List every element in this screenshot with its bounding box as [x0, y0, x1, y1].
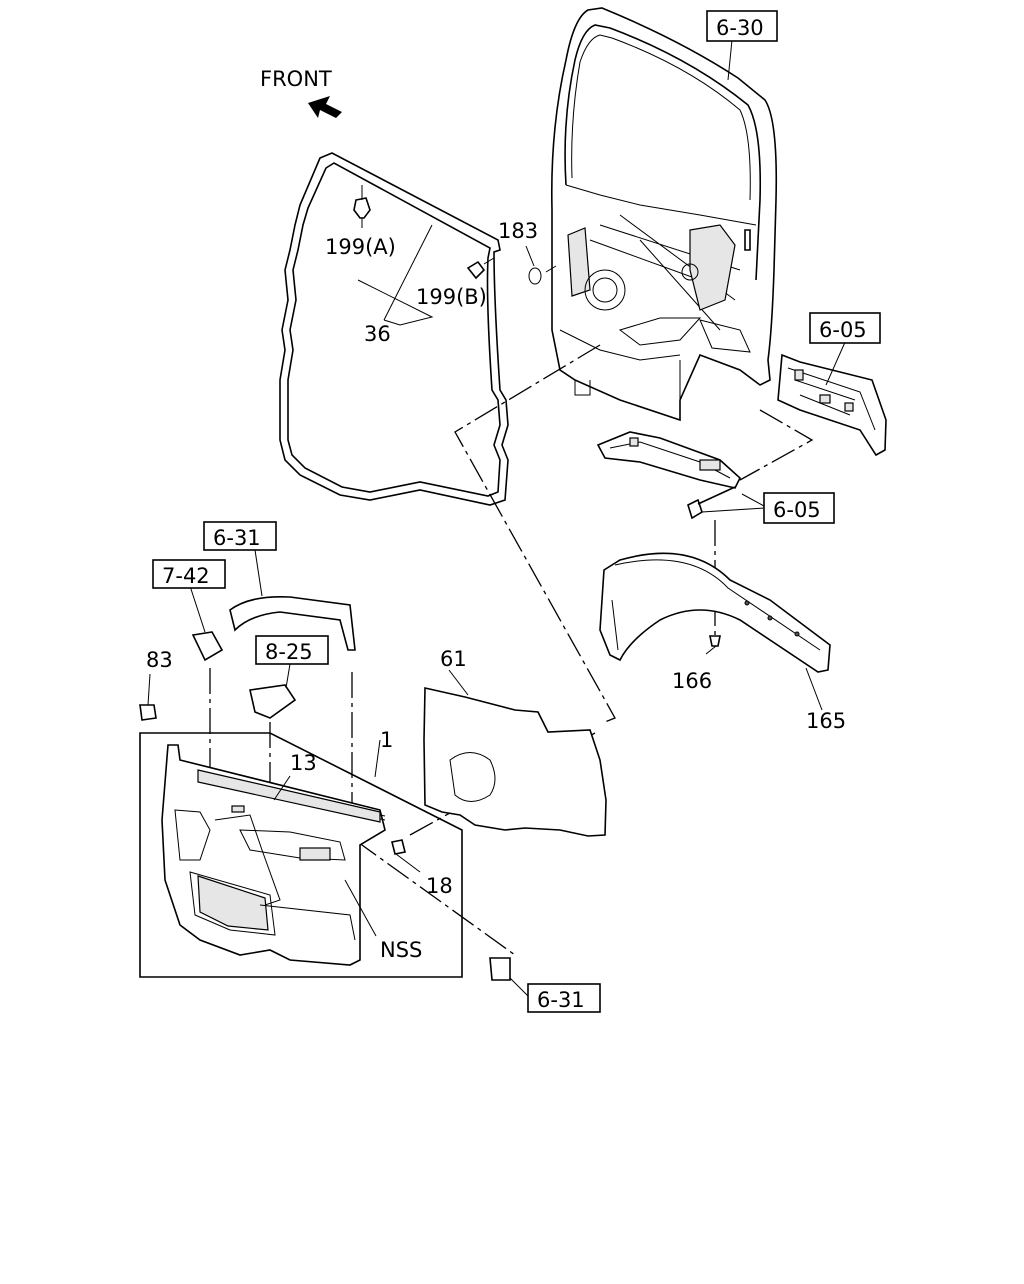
- ref-label-6-31-lower: 6-31: [537, 988, 585, 1012]
- weatherstrip-36: [279, 152, 509, 506]
- ref-box-6-30: [706, 10, 778, 42]
- step-trim: [596, 431, 741, 489]
- clip-199b-icon: [466, 260, 486, 280]
- front-label: FRONT: [260, 67, 332, 91]
- clip-199a-icon: [353, 197, 371, 219]
- part-label-83: 83: [146, 648, 173, 672]
- ref-box-6-05-lower: [763, 492, 835, 524]
- part-label-nss: NSS: [380, 938, 422, 962]
- part-label-166: 166: [672, 669, 712, 693]
- part-label-61: 61: [440, 647, 467, 671]
- door-frame: [550, 7, 778, 422]
- pull-cup-7-42: [191, 631, 224, 662]
- ref-label-6-05-upper: 6-05: [819, 318, 867, 342]
- door-trim-outline: [139, 732, 463, 978]
- trim-6-05: [777, 353, 887, 457]
- insulator-61: [423, 687, 607, 837]
- ref-box-8-25: [255, 635, 329, 665]
- ref-box-6-05-upper: [809, 312, 881, 344]
- ref-box-6-31-upper: [203, 521, 277, 551]
- grommet-183-icon: [528, 267, 542, 285]
- part-label-1: 1: [380, 728, 393, 752]
- part-label-199b: 199(B): [416, 285, 487, 309]
- ref-label-8-25: 8-25: [265, 640, 313, 664]
- ref-label-6-30: 6-30: [716, 16, 764, 40]
- part-label-165: 165: [806, 709, 846, 733]
- ref-label-7-42: 7-42: [162, 564, 210, 588]
- wheel-arch-panel-165: [599, 552, 831, 673]
- door-trim-1: [161, 744, 386, 966]
- cap-6-31-icon: [489, 957, 511, 981]
- part-label-18: 18: [426, 874, 453, 898]
- front-arrow-icon: [308, 96, 342, 118]
- clip-83-icon: [139, 704, 157, 721]
- grab-handle-6-31: [229, 595, 356, 651]
- screw-18-icon: [391, 839, 406, 855]
- part-label-183: 183: [498, 219, 538, 243]
- ref-box-7-42: [152, 559, 226, 589]
- part-label-13: 13: [290, 751, 317, 775]
- part-label-36: 36: [364, 322, 391, 346]
- ref-label-6-31-upper: 6-31: [213, 526, 261, 550]
- clip-166-icon: [709, 635, 721, 647]
- switch-8-25: [249, 684, 297, 719]
- ref-box-6-31-lower: [527, 983, 601, 1013]
- ref-label-6-05-lower: 6-05: [773, 498, 821, 522]
- part-label-199a: 199(A): [325, 235, 396, 259]
